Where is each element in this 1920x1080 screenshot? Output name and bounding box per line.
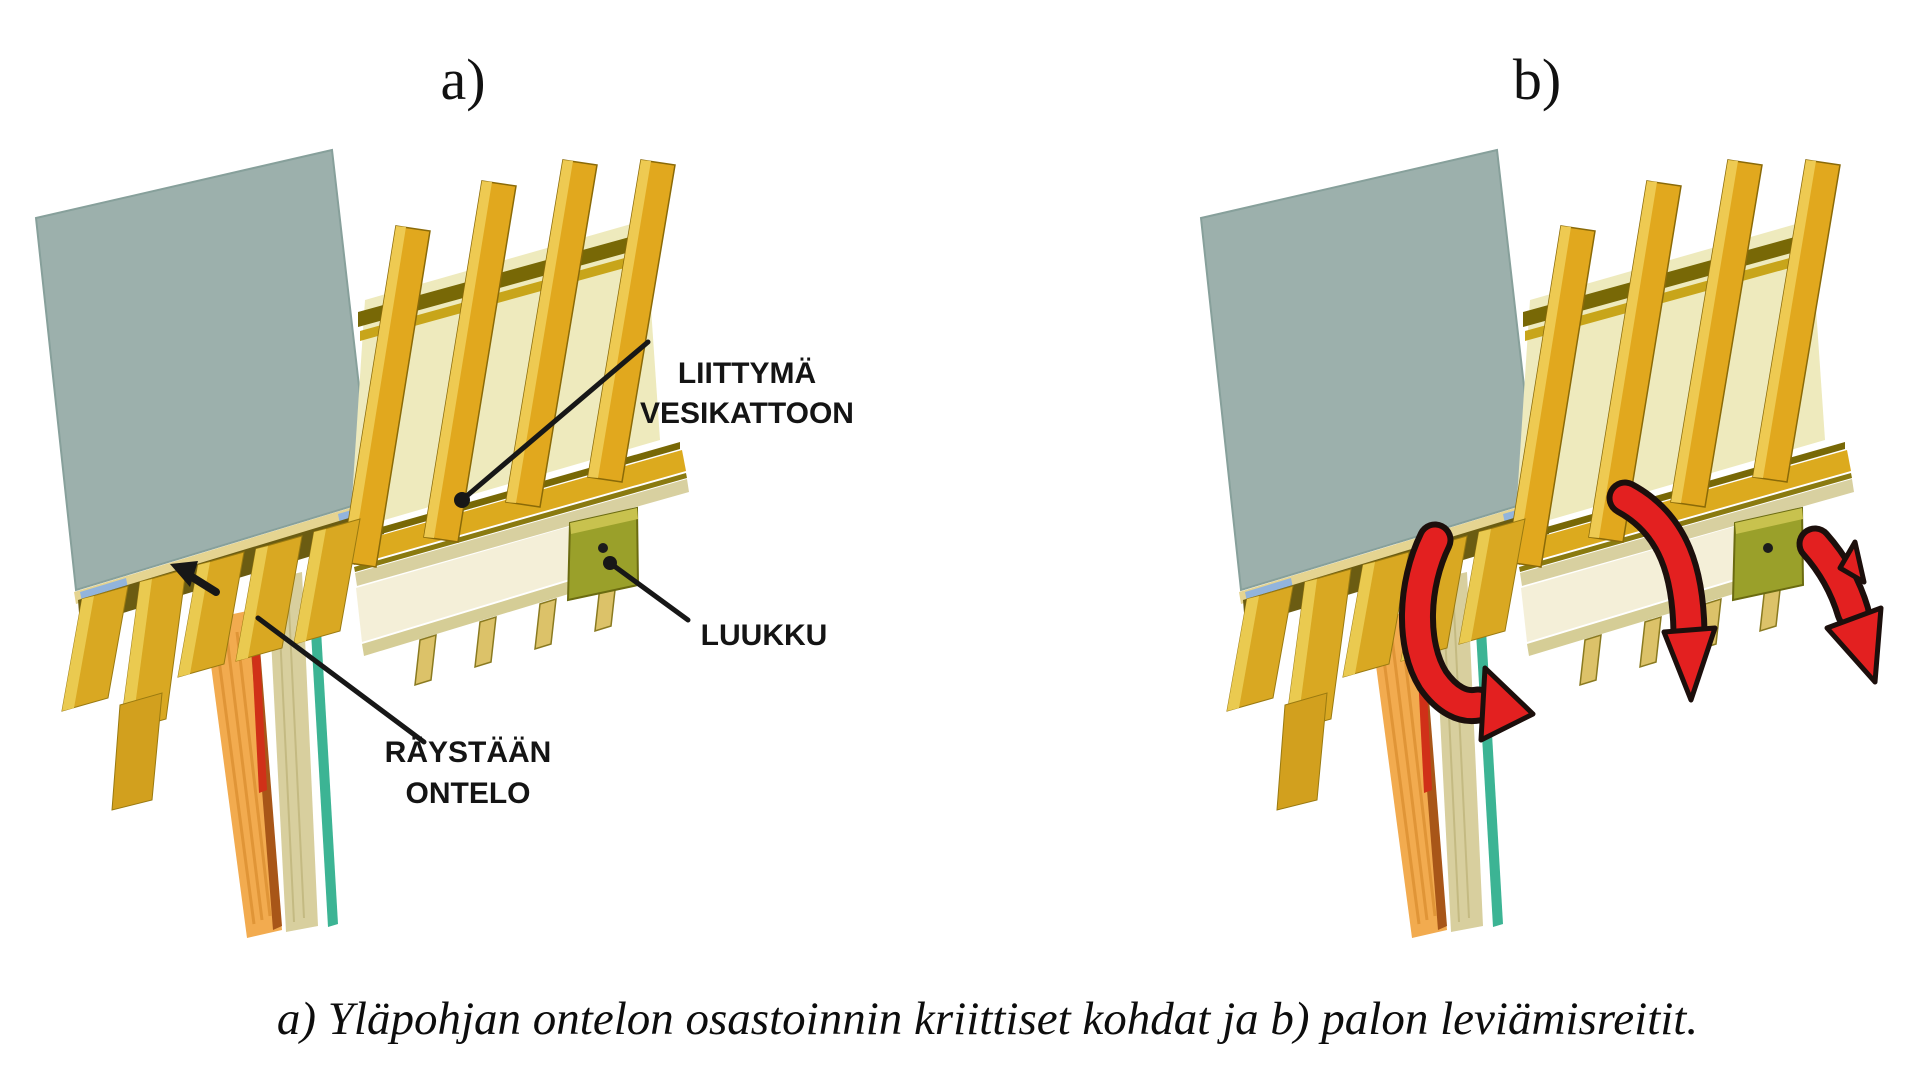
fire-arrow-hatch-head	[1824, 605, 1884, 685]
panel-b-drawing	[1199, 148, 1884, 940]
label-eave-cavity-line2: ONTELO	[406, 777, 531, 810]
label-eave-cavity-line1: RÄYSTÄÄN	[385, 736, 552, 769]
label-roof-connection-line1: LIITTYMÄ	[678, 357, 816, 390]
roof-connection-leader-line	[459, 339, 651, 503]
fire-arrow-hatch	[1802, 531, 1866, 625]
panel-a-heading: a)	[440, 47, 486, 112]
panel-b-heading: b)	[1512, 47, 1562, 112]
cavity-pointer-arrow-shaft	[188, 573, 220, 596]
figure-caption: a) Yläpohjan ontelon osastoinnin kriitti…	[276, 993, 1699, 1045]
eave-cavity-leader-line	[255, 615, 427, 745]
label-hatch: LUUKKU	[701, 619, 828, 652]
panel-a-annotations: LIITTYMÄ VESIKATTOON LUUKKU RÄYSTÄÄN ONT…	[170, 339, 854, 810]
hatch-leader-dot	[603, 556, 617, 570]
fire-arrow-eave-head	[1478, 665, 1536, 743]
fire-arrow-hatch-barb	[1837, 539, 1867, 585]
hatch-leader-line	[607, 560, 691, 623]
fire-arrow-eave	[1404, 527, 1491, 719]
cavity-pointer-arrow-head	[170, 561, 198, 587]
fire-arrow-roof	[1612, 485, 1702, 645]
panel-a-drawing: LIITTYMÄ VESIKATTOON LUUKKU RÄYSTÄÄN ONT…	[34, 148, 854, 940]
panel-b-fire-arrows	[1398, 479, 1884, 743]
roof-connection-leader-dot	[454, 492, 470, 508]
panel-b-eave-detail	[1199, 148, 1856, 940]
fire-arrow-roof-head	[1661, 625, 1718, 703]
label-roof-connection-line2: VESIKATTOON	[640, 397, 854, 430]
panel-a-eave-detail	[34, 148, 691, 940]
